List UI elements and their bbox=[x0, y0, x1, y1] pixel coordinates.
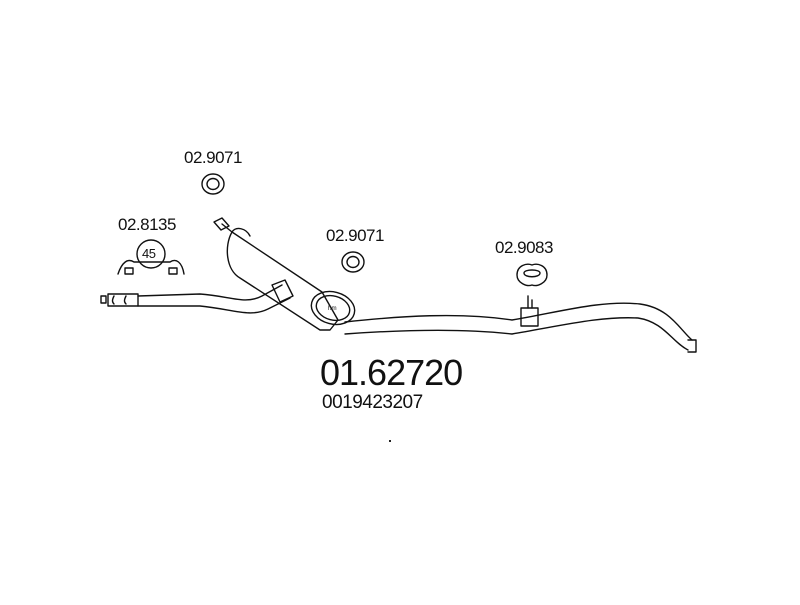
clamp-part bbox=[117, 239, 185, 275]
svg-text:ʰᵐ: ʰᵐ bbox=[328, 304, 337, 314]
front-pipe bbox=[137, 284, 283, 301]
rear-pipe bbox=[344, 302, 693, 341]
stray-dot bbox=[389, 440, 391, 442]
front-pipe-end bbox=[100, 293, 139, 307]
ring-mid-label: 02.9071 bbox=[326, 226, 384, 245]
tail-pipe-end bbox=[687, 339, 697, 353]
silencer-hanger bbox=[213, 217, 233, 233]
ring-top-label: 02.9071 bbox=[184, 148, 242, 167]
front-silencer: ʰᵐ bbox=[226, 227, 356, 331]
front-pipe-clamp bbox=[271, 279, 294, 303]
hanger-part bbox=[516, 263, 548, 287]
hanger-label: 02.9083 bbox=[495, 238, 553, 257]
rear-pipe-hanger bbox=[520, 295, 539, 327]
clamp-label: 02.8135 bbox=[118, 215, 176, 234]
clamp-size-label: 45 bbox=[142, 246, 156, 261]
ring-part-mid bbox=[341, 251, 365, 273]
ring-part-top bbox=[201, 173, 225, 195]
product-number: 01.62720 bbox=[320, 352, 463, 393]
oe-number: 0019423207 bbox=[322, 392, 423, 413]
